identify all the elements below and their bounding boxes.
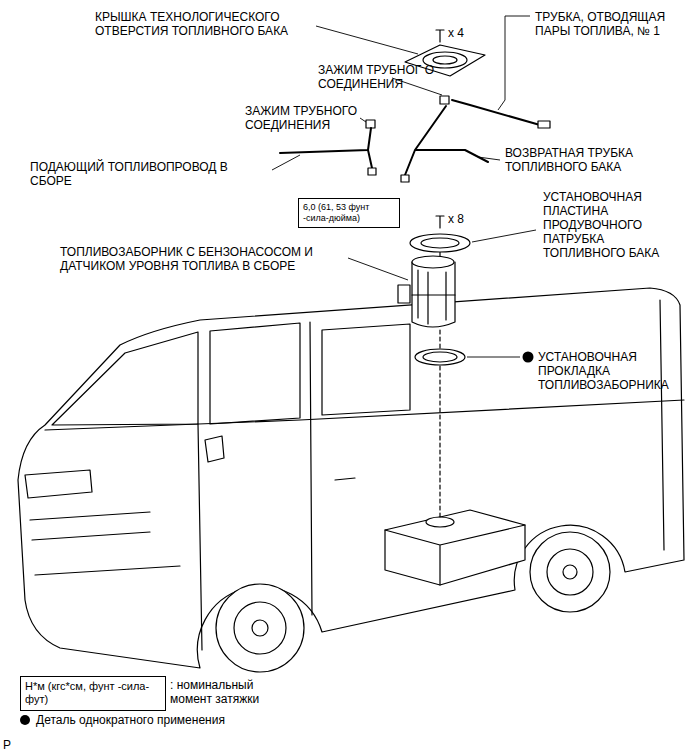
leader-line <box>360 118 366 122</box>
van-outline <box>18 288 684 668</box>
screw <box>436 30 444 42</box>
part-label: КРЫШКА ТЕХНОЛОГИЧЕСКОГО ОТВЕРСТИЯ ТОПЛИВ… <box>95 10 320 38</box>
return-pipe <box>405 106 488 175</box>
legend-sample-box: Н*м (кгс*см, фунт -сила-фут) <box>20 676 166 711</box>
leader-line <box>498 16 530 110</box>
single-use-bullet <box>523 352 534 363</box>
pipe-clip <box>440 96 449 104</box>
quantity-label: x 4 <box>448 26 464 40</box>
grille <box>30 512 180 575</box>
leader-line <box>272 155 300 170</box>
screw <box>436 216 444 228</box>
box-text: Н*м (кгс*см, фунт -сила-фут) <box>25 680 161 706</box>
fuel-tank <box>385 510 525 585</box>
gasket <box>415 349 465 365</box>
legend-text: : номинальный момент затяжки <box>170 678 288 706</box>
single-use-bullet <box>20 715 30 725</box>
door-line <box>198 424 202 650</box>
front-wheel <box>216 584 304 672</box>
corner-mark: P <box>3 738 11 752</box>
box-text: 6,0 (61, 53 фунт -сила-дюйма) <box>303 202 395 224</box>
headlight <box>25 470 92 498</box>
leader-line <box>478 157 500 160</box>
leader-line <box>467 357 520 358</box>
fuel-pump-module <box>412 262 455 327</box>
part-label: ЗАЖИМ ТРУБНОГ О СОЕДИНЕНИЯ <box>318 63 436 91</box>
rear-pillar <box>660 300 664 550</box>
set-plate <box>410 234 470 252</box>
rear-wheel <box>530 532 610 612</box>
door-handle <box>335 478 355 480</box>
windshield <box>52 332 198 425</box>
door-line <box>310 322 312 615</box>
sliding-door <box>322 324 410 415</box>
front-window <box>210 323 300 424</box>
legend-text: Деталь однократного применения <box>36 713 296 727</box>
vapor-tube <box>452 100 540 125</box>
part-label: ПОДАЮЩИЙ ТОПЛИВОПРОВОД В СБОРЕ <box>30 160 270 188</box>
leader-line <box>472 230 536 242</box>
part-label: ВОЗВРАТНАЯ ТРУБКА ТОПЛИВНОГО БАКА <box>505 146 660 174</box>
leader-line <box>348 258 408 280</box>
part-label: УСТАНОВОЧНАЯ ПРОКЛАДКА ТОПЛИВОЗАБОРНИКА <box>538 350 683 392</box>
part-label: УСТАНОВОЧНАЯ ПЛАСТИНА ПРОДУВОЧНОГО ПАТРУ… <box>543 190 661 260</box>
part-label: ТОПЛИВОЗАБОРНИК С БЕНЗОНАСОСОМ И ДАТЧИКО… <box>60 245 350 273</box>
part-label: ТРУБКА, ОТВОДЯЩАЯ ПАРЫ ТОПЛИВА, № 1 <box>535 10 683 38</box>
pipe-clip <box>366 120 375 128</box>
torque-box: 6,0 (61, 53 фунт -сила-дюйма) <box>298 198 400 228</box>
leader-line <box>316 26 418 54</box>
body-line <box>45 400 684 430</box>
quantity-label: x 8 <box>448 212 464 226</box>
part-label: ЗАЖИМ ТРУБНОГО СОЕДИНЕНИЯ <box>245 104 370 132</box>
mirror <box>205 436 224 462</box>
